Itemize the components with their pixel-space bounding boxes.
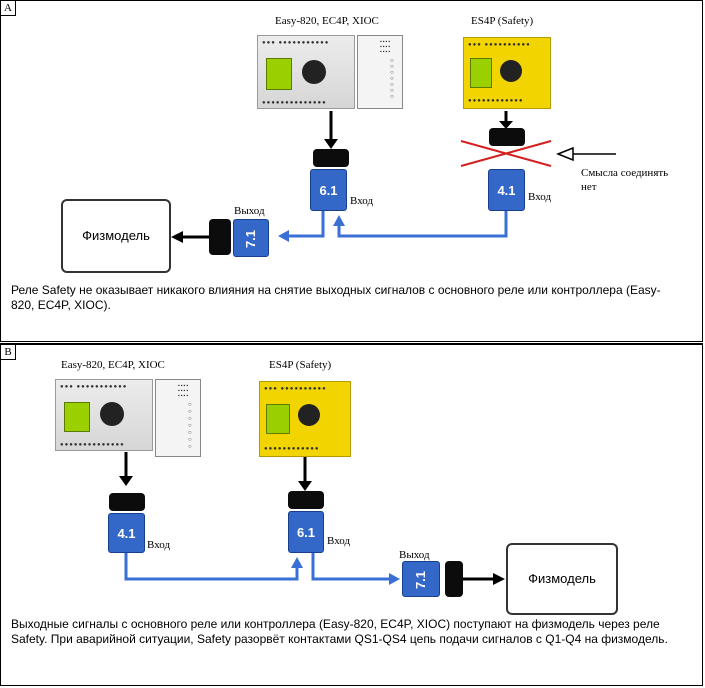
lcd-screen bbox=[266, 58, 292, 90]
red-cross-line bbox=[460, 140, 552, 167]
easy-820-device: ●●● ●●●●●●●●●●● ●●●●●●●●●●●●●● bbox=[55, 379, 153, 451]
output-connector bbox=[209, 219, 231, 255]
wiring-diagram bbox=[119, 452, 505, 585]
panel-tag: B bbox=[1, 345, 16, 360]
control-knob bbox=[100, 402, 124, 426]
terminal-row: ●●● ●●●●●●●●●●● bbox=[60, 384, 128, 390]
input-module-4-1: 4.1 bbox=[108, 513, 145, 553]
wire-out bbox=[283, 211, 325, 238]
control-knob bbox=[302, 60, 326, 84]
terminal-row: ●●●●●●●●●●●● bbox=[468, 98, 524, 104]
output-label: Выход bbox=[399, 549, 430, 561]
device-label-easy: Easy-820, EC4P, XIOC bbox=[275, 15, 379, 27]
note-text: Смысла соединять bbox=[581, 167, 669, 179]
terminal-row: ●●● ●●●●●●●●●● bbox=[264, 386, 327, 392]
terminal-block: ▪▪▪▪▪▪▪▪▪▪▪▪ bbox=[178, 383, 190, 399]
output-module-label: 7.1 bbox=[243, 229, 258, 249]
device-label-safety: ES4P (Safety) bbox=[471, 15, 534, 27]
easy-820-device: ●●● ●●●●●●●●●●● ●●●●●●●●●●●●●● bbox=[257, 35, 355, 109]
input-label: Вход bbox=[528, 191, 552, 203]
panel-b: B Easy-820, EC4P, XIOC ES4P (Safety) ●●●… bbox=[0, 343, 703, 686]
lcd-screen bbox=[64, 402, 90, 432]
connector-plug bbox=[288, 491, 324, 509]
terminal-row: ●●● ●●●●●●●●●●● bbox=[262, 40, 330, 46]
input-module-6-1: 6.1 bbox=[310, 169, 347, 211]
caption-b: Выходные сигналы с основного реле или ко… bbox=[11, 617, 668, 646]
arrow-head bbox=[171, 231, 183, 243]
input-module-6-1: 6.1 bbox=[288, 511, 324, 553]
lcd-screen bbox=[470, 58, 492, 88]
lcd-screen bbox=[266, 404, 290, 434]
output-module-7-1: 7.1 bbox=[233, 219, 269, 257]
wiring-diagram bbox=[171, 111, 616, 243]
device-label-safety: ES4P (Safety) bbox=[269, 359, 332, 371]
input-label: Вход bbox=[147, 539, 171, 551]
control-knob bbox=[298, 404, 320, 426]
connector-plug bbox=[313, 149, 349, 167]
terminal-column: ○○○○○○○ bbox=[188, 402, 193, 450]
input-label: Вход bbox=[327, 535, 351, 547]
output-connector bbox=[445, 561, 463, 597]
terminal-column: ○○○○○○○ bbox=[390, 58, 395, 100]
xioc-module: ▪▪▪▪▪▪▪▪▪▪▪▪ ○○○○○○○ bbox=[155, 379, 201, 457]
es4p-safety-device: ●●● ●●●●●●●●●● ●●●●●●●●●●●● bbox=[463, 37, 551, 109]
caption-a: Реле Safety не оказывает никакого влияни… bbox=[11, 283, 661, 312]
connector-plug bbox=[489, 128, 525, 146]
terminal-block: ▪▪▪▪▪▪▪▪▪▪▪▪ bbox=[380, 39, 392, 55]
terminal-row: ●●●●●●●●●●●●●● bbox=[60, 442, 125, 448]
arrow-head bbox=[119, 476, 133, 486]
output-label: Выход bbox=[234, 205, 265, 217]
panel-tag: A bbox=[1, 1, 16, 16]
wire-arrow-head bbox=[278, 230, 289, 242]
wire-main bbox=[124, 553, 299, 581]
input-label: Вход bbox=[350, 195, 374, 207]
terminal-row: ●●●●●●●●●●●●●● bbox=[262, 100, 327, 106]
xioc-module: ▪▪▪▪▪▪▪▪▪▪▪▪ ○○○○○○○ bbox=[357, 35, 403, 109]
panel-a: A Easy-820, EC4P, XIOC ES4P (Safety) ●●●… bbox=[0, 0, 703, 342]
arrow-head bbox=[493, 573, 505, 585]
device-label-easy: Easy-820, EC4P, XIOC bbox=[61, 359, 165, 371]
wire-arrow-head bbox=[291, 557, 303, 568]
es4p-safety-device: ●●● ●●●●●●●●●● ●●●●●●●●●●●● bbox=[259, 381, 351, 457]
arrow-head bbox=[324, 139, 338, 149]
arrow-head bbox=[298, 481, 312, 491]
wire-arrow-head bbox=[389, 573, 400, 585]
physical-model-box: Физмодель bbox=[506, 543, 618, 615]
connector-plug bbox=[109, 493, 145, 511]
output-module-7-1: 7.1 bbox=[402, 561, 440, 597]
physical-model-box: Физмодель bbox=[61, 199, 171, 273]
control-knob bbox=[500, 60, 522, 82]
note-text: нет bbox=[581, 181, 597, 193]
output-module-label: 7.1 bbox=[413, 570, 428, 590]
wire-safety-out bbox=[311, 553, 394, 581]
arrow-head bbox=[499, 121, 513, 129]
wire-arrow-head bbox=[333, 215, 345, 226]
terminal-row: ●●● ●●●●●●●●●● bbox=[468, 42, 531, 48]
wire-safety bbox=[337, 211, 508, 238]
terminal-row: ●●●●●●●●●●●● bbox=[264, 446, 320, 452]
input-module-4-1: 4.1 bbox=[488, 169, 525, 211]
note-arrow-head bbox=[555, 146, 574, 162]
